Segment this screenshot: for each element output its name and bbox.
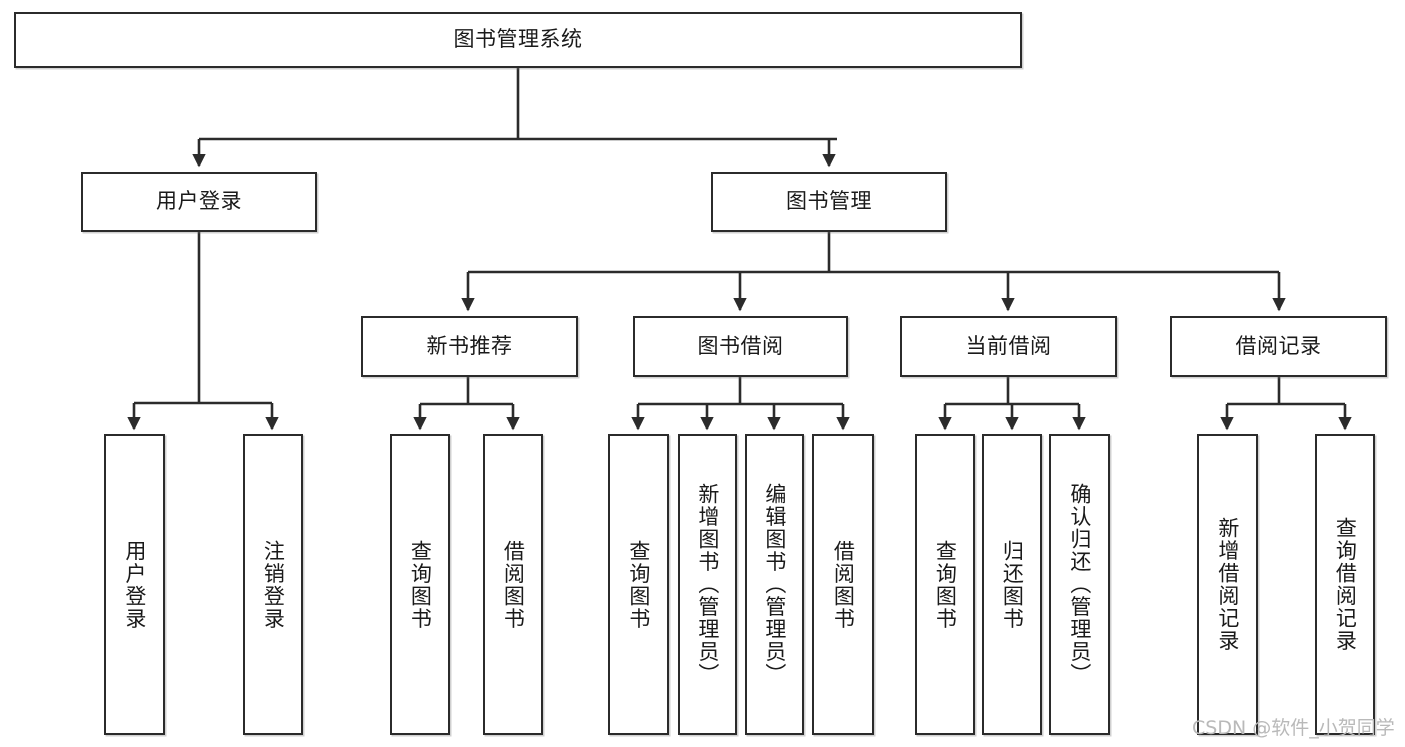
node-book-manage-label: 图书管理 bbox=[786, 189, 872, 214]
node-leaf-logout[interactable]: 注销登录 bbox=[243, 434, 303, 735]
node-leaf-query-book-3[interactable]: 查询图书 bbox=[915, 434, 975, 735]
node-new-book-recommend[interactable]: 新书推荐 bbox=[361, 316, 578, 377]
node-leaf-add-record[interactable]: 新增借阅记录 bbox=[1197, 434, 1258, 735]
node-leaf-query-record[interactable]: 查询借阅记录 bbox=[1315, 434, 1375, 735]
node-leaf-add-book[interactable]: 新增图书（管理员） bbox=[678, 434, 737, 735]
node-leaf-borrow-book-1-label: 借阅图书 bbox=[501, 539, 526, 630]
node-leaf-borrow-book-2[interactable]: 借阅图书 bbox=[812, 434, 874, 735]
node-borrow-record[interactable]: 借阅记录 bbox=[1170, 316, 1387, 377]
node-root-label: 图书管理系统 bbox=[453, 27, 583, 52]
node-leaf-confirm-return-label: 确认归还（管理员） bbox=[1067, 483, 1092, 686]
node-leaf-return-book-label: 归还图书 bbox=[1000, 539, 1025, 630]
node-book-borrow-label: 图书借阅 bbox=[697, 333, 784, 358]
node-leaf-edit-book[interactable]: 编辑图书（管理员） bbox=[745, 434, 804, 735]
node-leaf-user-login[interactable]: 用户登录 bbox=[104, 434, 165, 735]
node-leaf-add-book-label: 新增图书（管理员） bbox=[695, 483, 720, 686]
node-leaf-return-book[interactable]: 归还图书 bbox=[982, 434, 1042, 735]
node-user-login[interactable]: 用户登录 bbox=[81, 172, 317, 232]
node-leaf-query-book-3-label: 查询图书 bbox=[933, 539, 958, 630]
node-current-borrow[interactable]: 当前借阅 bbox=[900, 316, 1117, 377]
node-leaf-query-book-1[interactable]: 查询图书 bbox=[390, 434, 450, 735]
node-leaf-query-book-1-label: 查询图书 bbox=[408, 539, 433, 630]
node-leaf-edit-book-label: 编辑图书（管理员） bbox=[762, 483, 787, 686]
node-new-book-recommend-label: 新书推荐 bbox=[426, 333, 513, 358]
node-leaf-user-login-label: 用户登录 bbox=[122, 539, 147, 630]
node-leaf-confirm-return[interactable]: 确认归还（管理员） bbox=[1049, 434, 1110, 735]
node-book-borrow[interactable]: 图书借阅 bbox=[633, 316, 848, 377]
node-leaf-borrow-book-2-label: 借阅图书 bbox=[831, 539, 856, 630]
node-user-login-label: 用户登录 bbox=[156, 189, 242, 214]
node-leaf-query-book-2[interactable]: 查询图书 bbox=[608, 434, 669, 735]
node-leaf-logout-label: 注销登录 bbox=[261, 539, 286, 630]
node-leaf-borrow-book-1[interactable]: 借阅图书 bbox=[483, 434, 543, 735]
node-leaf-add-record-label: 新增借阅记录 bbox=[1215, 517, 1240, 652]
node-borrow-record-label: 借阅记录 bbox=[1235, 333, 1322, 358]
node-root[interactable]: 图书管理系统 bbox=[14, 12, 1022, 68]
node-leaf-query-record-label: 查询借阅记录 bbox=[1333, 517, 1358, 652]
node-leaf-query-book-2-label: 查询图书 bbox=[626, 539, 651, 630]
watermark: CSDN @软件_小贺同学 bbox=[1192, 717, 1395, 739]
node-current-borrow-label: 当前借阅 bbox=[965, 333, 1052, 358]
node-book-manage[interactable]: 图书管理 bbox=[711, 172, 947, 232]
